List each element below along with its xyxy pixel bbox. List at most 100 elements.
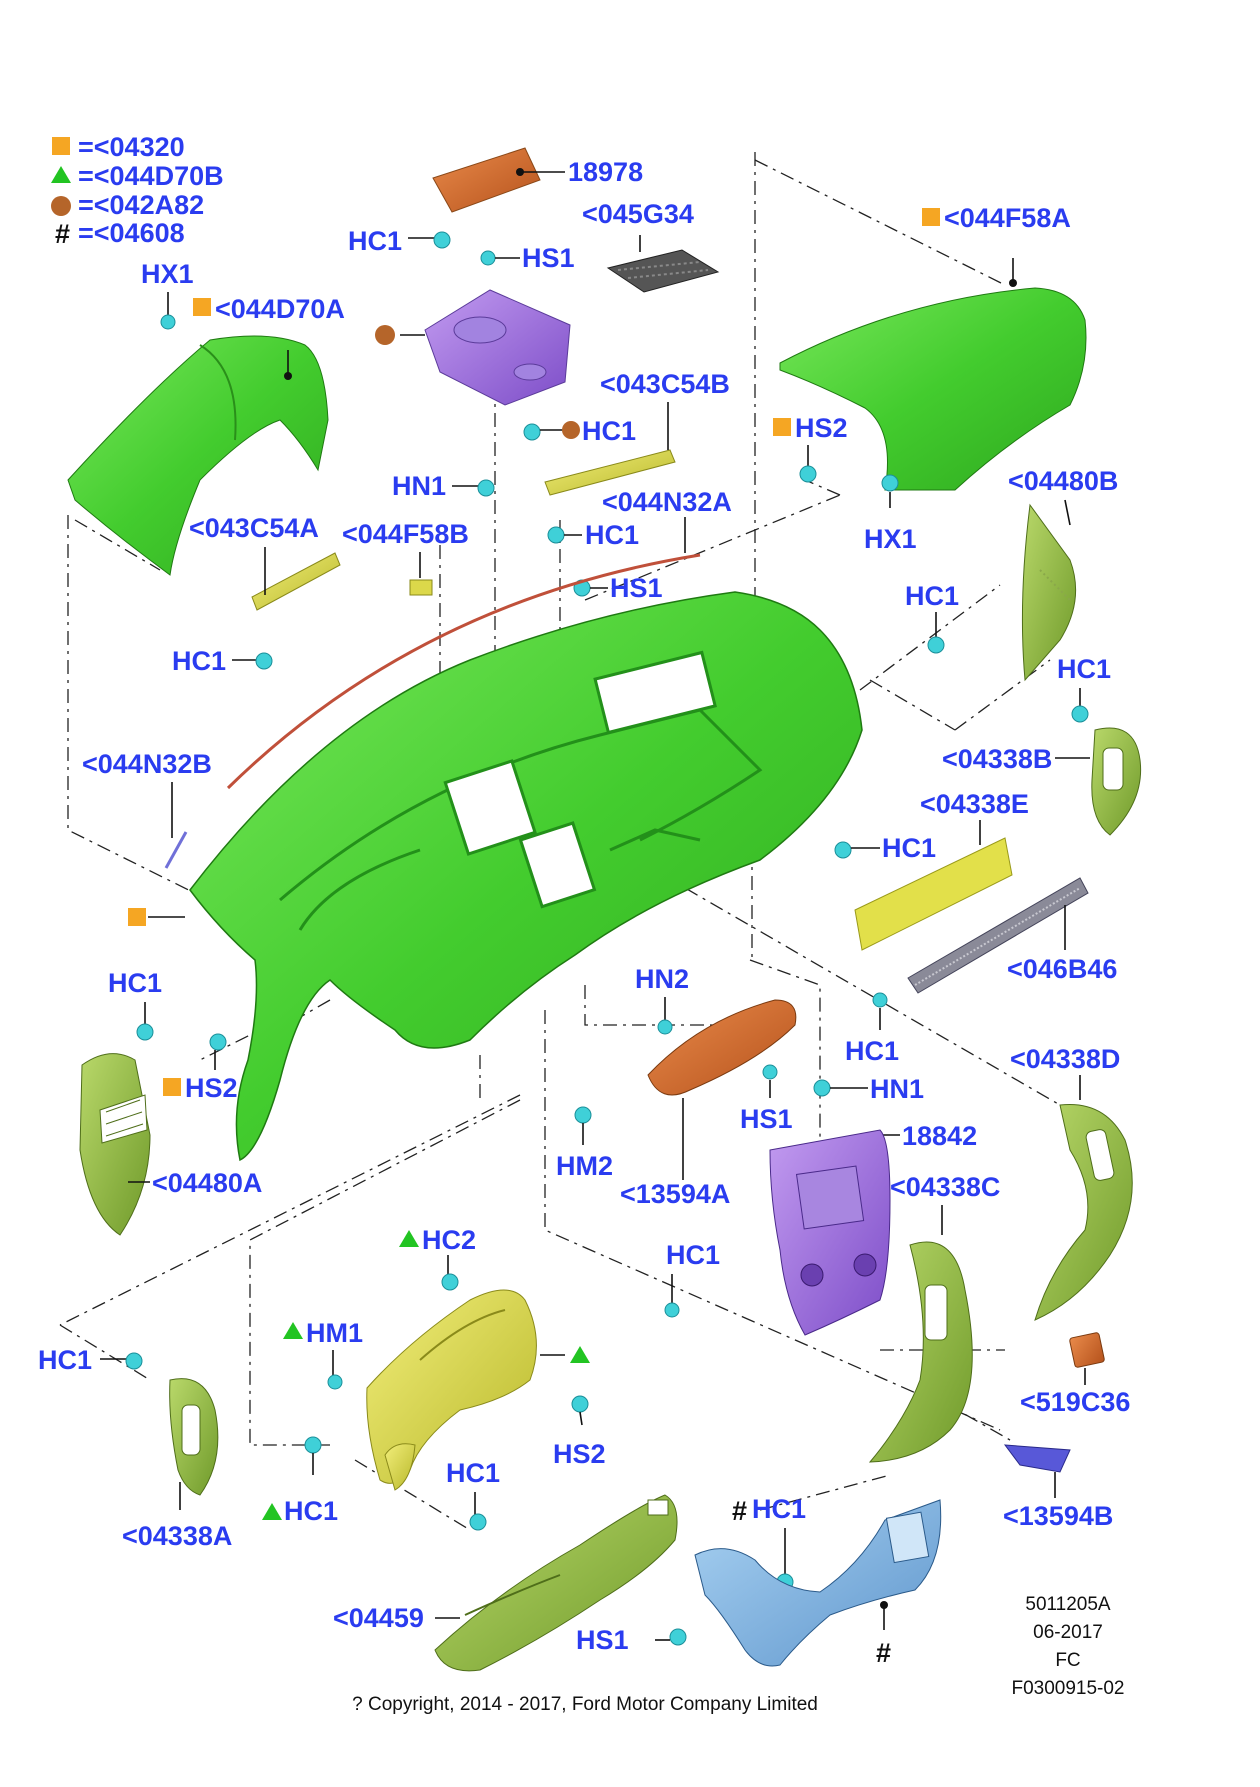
part-04338D-bezel bbox=[1034, 1103, 1133, 1321]
clip-icon bbox=[799, 445, 817, 483]
part-044D70A-left-cover bbox=[67, 335, 329, 576]
label-04338B: <04338B bbox=[942, 744, 1052, 774]
clip-icon bbox=[1071, 688, 1089, 723]
label-046B46: <046B46 bbox=[1007, 954, 1117, 984]
part-044N32B-strip bbox=[164, 831, 188, 869]
legend-triangle-icon bbox=[51, 166, 71, 183]
label-04338E: <04338E bbox=[920, 789, 1029, 819]
part-043C54B-strip bbox=[544, 402, 676, 496]
square-icon bbox=[193, 298, 211, 316]
legend-text-4: =<04608 bbox=[78, 218, 185, 248]
part-044F58A-right-cover bbox=[779, 258, 1087, 491]
label-044F58B: <044F58B bbox=[342, 519, 469, 549]
label-hm1: HM1 bbox=[306, 1318, 363, 1348]
part-046B46-strip bbox=[907, 877, 1089, 994]
clip-icon bbox=[571, 1395, 589, 1426]
label-hc1-right: HC1 bbox=[905, 581, 959, 611]
label-hc1-lower-right: HC1 bbox=[845, 1036, 899, 1066]
label-18842: 18842 bbox=[902, 1121, 977, 1151]
label-18978: 18978 bbox=[568, 157, 643, 187]
part-043C54A-strip bbox=[251, 547, 341, 611]
part-18842-radio-bezel bbox=[769, 1129, 891, 1336]
label-hc1-top: HC1 bbox=[348, 226, 402, 256]
label-04338C: <04338C bbox=[890, 1172, 1000, 1202]
label-04480A: <04480A bbox=[152, 1168, 262, 1198]
label-hc1-mid: HC1 bbox=[585, 520, 639, 550]
clip-icon bbox=[927, 612, 945, 654]
part-bracket-tray bbox=[375, 289, 571, 406]
clip-icon bbox=[813, 1079, 868, 1097]
label-hm2: HM2 bbox=[556, 1151, 613, 1181]
label-hc1-left: HC1 bbox=[172, 646, 226, 676]
label-hs2-left: HS2 bbox=[185, 1073, 238, 1103]
part-18978-cover bbox=[432, 147, 565, 213]
legend-text-3: =<042A82 bbox=[78, 190, 204, 220]
label-hc1-center-right: HC1 bbox=[882, 833, 936, 863]
label-hs1-bottom: HS1 bbox=[576, 1625, 629, 1655]
part-04459-glovebox bbox=[434, 1494, 678, 1672]
clip-icon bbox=[872, 992, 888, 1030]
clip-icon bbox=[441, 1255, 459, 1291]
label-hc1-far-right: HC1 bbox=[1057, 654, 1111, 684]
label-hc1-tri: HC1 bbox=[284, 1496, 338, 1526]
part-04480A-side-panel bbox=[79, 1053, 151, 1236]
label-hx1-left: HX1 bbox=[141, 259, 194, 289]
clip-icon bbox=[547, 526, 582, 544]
hash-icon: # bbox=[732, 1496, 747, 1526]
part-044D70B-cross-car-support bbox=[366, 1289, 537, 1491]
label-04338D: <04338D bbox=[1010, 1044, 1120, 1074]
legend-circle-icon bbox=[51, 196, 71, 216]
clip-icon bbox=[834, 841, 880, 859]
label-hx1-right: HX1 bbox=[864, 524, 917, 554]
clip-icon bbox=[664, 1274, 680, 1318]
label-hs1-top: HS1 bbox=[522, 243, 575, 273]
label-hc1-bottom-mid: HC1 bbox=[666, 1240, 720, 1270]
label-04338A: <04338A bbox=[122, 1521, 232, 1551]
part-04338E-panel bbox=[854, 837, 1013, 951]
part-04338A-vent-bezel bbox=[169, 1378, 219, 1510]
label-hn2: HN2 bbox=[635, 964, 689, 994]
label-04480B: <04480B bbox=[1008, 466, 1118, 496]
label-hc1-glove: HC1 bbox=[446, 1458, 500, 1488]
label-hs2-bottom: HS2 bbox=[553, 1439, 606, 1469]
label-hn1-left: HN1 bbox=[392, 471, 446, 501]
part-04338C-bezel bbox=[868, 1241, 973, 1463]
part-13594B-duct bbox=[1003, 1444, 1071, 1473]
label-043C54B: <043C54B bbox=[600, 369, 730, 399]
label-043C54A: <043C54A bbox=[189, 513, 319, 543]
legend: =<04320 =<044D70B =<042A82 # =<04608 bbox=[51, 132, 224, 249]
meta-line-3: FC bbox=[1055, 1650, 1080, 1671]
clip-icon bbox=[881, 474, 899, 508]
label-hc1-bottom-left: HC1 bbox=[38, 1345, 92, 1375]
label-044N32B: <044N32B bbox=[82, 749, 212, 779]
label-hs1-lower: HS1 bbox=[740, 1104, 793, 1134]
clip-icon bbox=[655, 1628, 687, 1646]
part-04338B-vent-bezel bbox=[1091, 727, 1142, 836]
clip-icon bbox=[523, 421, 580, 441]
label-044N32A: <044N32A bbox=[602, 487, 732, 517]
part-044N32A-trim-wire bbox=[226, 553, 701, 790]
legend-text-2: =<044D70B bbox=[78, 161, 224, 191]
label-044F58A: <044F58A bbox=[944, 203, 1071, 233]
clip-icon bbox=[327, 1350, 343, 1390]
clip-icon bbox=[304, 1436, 322, 1475]
hash-icon: # bbox=[876, 1638, 891, 1668]
part-13594A-duct bbox=[647, 999, 797, 1180]
label-hc1-tray: HC1 bbox=[582, 416, 636, 446]
label-hc2: HC2 bbox=[422, 1225, 476, 1255]
clip-icon bbox=[408, 231, 451, 249]
square-icon bbox=[922, 208, 940, 226]
label-045G34: <045G34 bbox=[582, 199, 694, 229]
part-045G34-grille bbox=[606, 235, 720, 293]
meta-line-1: 5011205A bbox=[1025, 1594, 1111, 1615]
clip-icon bbox=[136, 1002, 154, 1041]
part-519C36-switch bbox=[1069, 1332, 1105, 1385]
part-dashboard-frame bbox=[189, 591, 863, 1162]
legend-square-icon bbox=[52, 137, 70, 155]
square-icon bbox=[128, 908, 146, 926]
clip-icon bbox=[160, 292, 176, 330]
label-hc1-hash: HC1 bbox=[752, 1494, 806, 1524]
legend-hash-icon: # bbox=[55, 219, 70, 249]
